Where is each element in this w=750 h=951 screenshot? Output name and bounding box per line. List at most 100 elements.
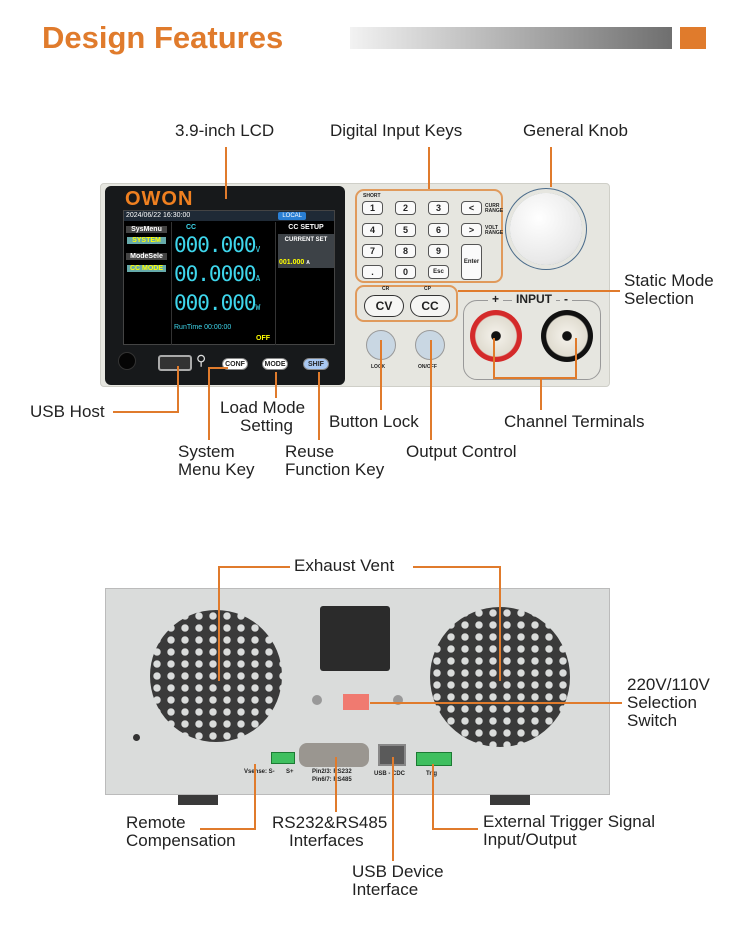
callout-rs-1: RS232&RS485: [272, 813, 388, 832]
leader-line: [200, 828, 256, 830]
key-enter[interactable]: Enter: [461, 244, 482, 280]
current-set-value: 001.000 A: [279, 259, 310, 266]
callout-system-2: Menu Key: [178, 460, 255, 479]
left-menu: SysMenu SYSTEM ModeSele CC MODE: [124, 222, 172, 345]
current-set-number: 001.000: [279, 259, 305, 266]
callout-switch-1: 220V/110V: [627, 675, 710, 694]
leader-line: [318, 372, 320, 440]
callout-reuse-2: Function Key: [285, 460, 385, 479]
lcd-screen: 2024/06/22 16:30:00 LOCAL SysMenu SYSTEM …: [123, 210, 335, 345]
cv-button[interactable]: CV: [364, 295, 404, 317]
callout-vent: Exhaust Vent: [294, 556, 395, 575]
shif-button[interactable]: SHIF: [303, 358, 329, 370]
short-label: SHORT: [363, 193, 381, 199]
mode-select-group: [355, 285, 458, 322]
key-3[interactable]: 3: [428, 201, 449, 215]
pin-rs232-label: Pin2/3: RS232: [312, 769, 352, 775]
key-5[interactable]: 5: [395, 223, 416, 237]
mode-button[interactable]: MODE: [262, 358, 288, 370]
leader-line: [430, 340, 432, 440]
leader-line: [458, 290, 620, 292]
current-set-unit: A: [306, 260, 310, 266]
callout-trigger-1: External Trigger Signal: [483, 812, 655, 831]
power-inlet[interactable]: [320, 606, 390, 671]
leader-line: [275, 372, 277, 398]
input-label: INPUT: [512, 292, 556, 306]
leader-line: [550, 147, 552, 187]
volt-range-label: VOLT RANGE: [485, 225, 504, 236]
positive-terminal[interactable]: [470, 310, 522, 362]
trig-label: Trig: [426, 771, 437, 777]
negative-terminal[interactable]: [541, 310, 593, 362]
callout-trigger-2: Input/Output: [483, 830, 577, 849]
brand-logo: OWON: [125, 188, 194, 210]
callout-reuse-1: Reuse: [285, 442, 335, 461]
vsense-label: Vsense: S-: [244, 769, 275, 775]
key-7[interactable]: 7: [362, 244, 383, 258]
key-right[interactable]: >: [461, 223, 482, 237]
key-2[interactable]: 2: [395, 201, 416, 215]
usb-host-port[interactable]: [158, 355, 192, 371]
leader-line: [225, 147, 227, 199]
setup-title: CC SETUP: [288, 224, 324, 231]
leader-line: [540, 377, 542, 410]
ground-screw: [133, 734, 140, 741]
datetime: 2024/06/22 16:30:00: [126, 212, 191, 219]
sysmenu-label: SysMenu: [126, 226, 167, 233]
db9-port[interactable]: [299, 743, 369, 767]
input-minus: -: [560, 292, 572, 306]
callout-system-1: System: [178, 442, 235, 461]
voltage-readout: 000.000V: [174, 233, 260, 257]
callout-switch-3: Switch: [627, 711, 678, 730]
curr-range-label: CURR RANGE: [485, 203, 504, 214]
callout-lcd: 3.9-inch LCD: [175, 121, 275, 140]
foot: [178, 795, 218, 805]
conf-button[interactable]: CONF: [222, 358, 248, 370]
cc-mode-button: CC MODE: [127, 265, 166, 272]
leader-line: [432, 764, 434, 829]
header-accent-square: [680, 27, 706, 49]
general-knob[interactable]: [510, 193, 582, 265]
input-plus: +: [488, 292, 504, 306]
key-8[interactable]: 8: [395, 244, 416, 258]
callout-digital-keys: Digital Input Keys: [330, 121, 463, 140]
leader-line: [335, 757, 337, 812]
callout-usbdev-1: USB Device: [352, 862, 444, 881]
pin-rs485-label: Pin6/7: RS485: [312, 777, 352, 783]
leader-line: [113, 411, 179, 413]
cc-button[interactable]: CC: [410, 295, 450, 317]
leader-line: [392, 757, 394, 861]
foot: [490, 795, 530, 805]
leader-line: [432, 828, 478, 830]
current-value: 00.0000: [174, 262, 257, 286]
callout-button-lock: Button Lock: [329, 412, 419, 431]
key-0[interactable]: 0: [395, 265, 416, 279]
voltage-selector-switch[interactable]: [343, 694, 369, 710]
callout-static-mode-2: Selection: [624, 289, 694, 308]
lock-label: LOCK: [371, 364, 386, 370]
key-4[interactable]: 4: [362, 223, 383, 237]
trigger-terminal[interactable]: [416, 752, 452, 766]
remote-sense-terminal[interactable]: [271, 752, 295, 764]
callout-switch-2: Selection: [627, 693, 697, 712]
current-set-box: CURRENT SET 001.000 A: [278, 234, 334, 268]
keypad-group: [355, 189, 503, 283]
key-6[interactable]: 6: [428, 223, 449, 237]
modesele-label: ModeSele: [126, 253, 167, 260]
power-readout: 000.000W: [174, 291, 260, 315]
status-bar: 2024/06/22 16:30:00 LOCAL: [124, 211, 334, 221]
leader-line: [380, 340, 382, 410]
key-dot[interactable]: .: [362, 265, 383, 279]
callout-knob: General Knob: [523, 121, 628, 140]
setup-panel: CC SETUP CURRENT SET 001.000 A: [275, 222, 335, 345]
key-9[interactable]: 9: [428, 244, 449, 258]
key-esc[interactable]: Esc: [428, 265, 449, 279]
runtime: RunTime 00:00:00: [174, 324, 232, 331]
callout-usb-host: USB Host: [30, 402, 105, 421]
local-badge: LOCAL: [278, 212, 306, 220]
bezel-hole: [118, 352, 136, 370]
leader-line: [499, 566, 501, 681]
key-1[interactable]: 1: [362, 201, 383, 215]
callout-remote-2: Compensation: [126, 831, 236, 850]
key-left[interactable]: <: [461, 201, 482, 215]
